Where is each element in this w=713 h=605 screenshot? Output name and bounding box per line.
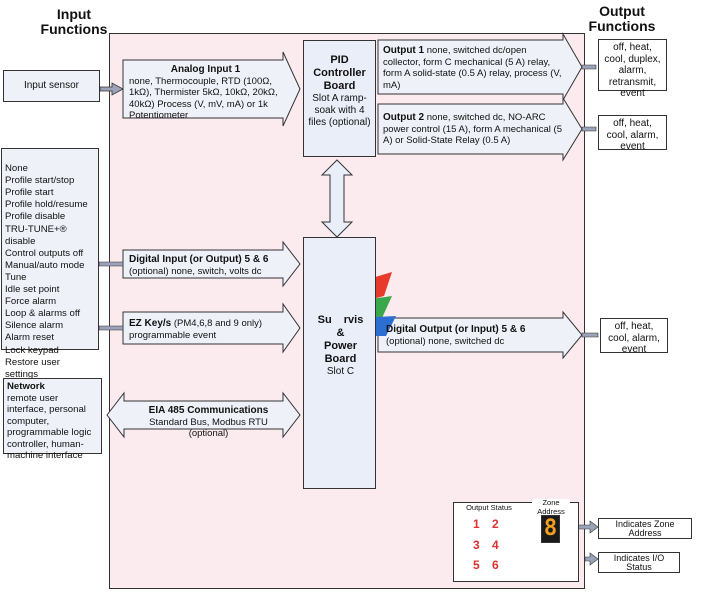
eia485-body: Standard Bus, Modbus RTU (optional) [149,416,268,440]
io-indicator-arrow [584,552,599,566]
digital-input-text: Digital Input (or Output) 5 & 6 (optiona… [125,252,290,279]
digital-input-arrow [122,240,301,288]
output1-functions: off, heat, cool, duplex, alarm, retransm… [598,39,667,99]
input-functions-header: Input Functions [38,7,110,37]
output2-connector [581,126,597,132]
network-title: Network [7,381,45,392]
output2-functions-text: off, heat, cool, alarm, event [606,118,659,152]
digital-output-functions-text: off, heat, cool, alarm, event [608,321,660,355]
output-header-line1: Output [599,3,645,19]
indicates-zone-text: Indicates Zone Address [615,519,675,538]
digital-input-title: Digital Input (or Output) 5 & 6 [129,254,269,265]
indicates-io-text: Indicates I/O Status [613,553,665,572]
output1-text: Output 1 none, switched dc/open collecto… [380,43,565,93]
eia485-text: EIA 485 Communications Standard Bus, Mod… [126,403,291,442]
network-body: remote user interface, personal computer… [7,392,92,462]
input-header-line1: Input [56,6,92,22]
eia485-arrow [106,391,301,439]
output1-body: none, switched dc/open collector, form C… [383,45,562,91]
output1-functions-text: off, heat, cool, duplex, alarm, retransm… [604,42,661,99]
analog-input-arrow [122,51,301,127]
supervisory-title-line3: Board [324,353,357,365]
pid-board-title: PID Controller Board [313,54,366,92]
supervisory-title-part1: Su [317,314,332,326]
ez-key-arrow [122,302,301,354]
status-led-2: 2 [492,517,499,531]
input-sensor-label: Input sensor [23,80,80,91]
output-functions-header: Output Functions [583,4,661,34]
analog-input-title: Analog Input 1 [170,64,241,75]
digital-input-connector [98,261,124,267]
digital-output-arrow [377,310,583,360]
ez-key-body: programmable event [129,329,217,341]
output2-text: Output 2 none, switched dc, NO-ARC power… [380,110,565,149]
status-led-4: 4 [492,538,499,552]
output1-title: Output 1 [383,45,425,56]
indicates-io-box: Indicates I/O Status [598,552,680,573]
supervisory-title-part2: rvis [343,314,364,326]
digital-output-functions: off, heat, cool, alarm, event [600,318,668,355]
supervisory-title-part3: & [336,327,345,339]
output1-arrow [377,32,583,102]
digital-output-text: Digital Output (or Input) 5 & 6 (optiona… [382,322,567,349]
analog-input-body: none, Thermocouple, RTD (100Ω, 1kΩ), The… [129,75,278,122]
board-link-arrow [320,159,354,238]
ez-key-connector [98,325,124,331]
status-led-6: 6 [492,558,499,572]
ez-key-note: (PM4,6,8 and 9 only) [171,318,263,329]
zone-address-digit: 8 [543,516,558,541]
ez-key-text: EZ Key/s (PM4,6,8 and 9 only) programmab… [125,316,290,343]
network-box: Network remote user interface, personal … [3,378,102,461]
ez-key-title: EZ Key/s [129,318,172,329]
indicates-zone-box: Indicates Zone Address [598,518,692,539]
analog-input-text: Analog Input 1 none, Thermocouple, RTD (… [123,60,288,126]
digital-output-title: Digital Output (or Input) 5 & 6 [386,324,526,335]
status-led-1: 1 [473,517,480,531]
input-header-line2: Functions [40,21,108,37]
digital-input-body: (optional) none, switch, volts dc [129,265,262,277]
output1-connector [581,64,597,70]
zone-address-label: Zone Address [532,498,570,516]
zone-address-display: 8 [541,515,560,543]
digital-functions-list: None Profile start/stop Profile start Pr… [1,148,99,380]
pid-board-body: Slot A ramp-soak with 4 files (optional) [308,93,371,128]
output2-arrow [377,96,583,162]
eia485-title: EIA 485 Communications [148,405,269,416]
supervisory-title-line2: Power [323,340,357,352]
output2-functions: off, heat, cool, alarm, event [598,115,667,152]
digital-functions-text: None Profile start/stop Profile start Pr… [5,163,88,380]
digital-output-body: (optional) none, switched dc [386,335,505,347]
input-sensor-box: Input sensor [3,70,100,102]
pid-controller-board: PID Controller Board Slot A ramp-soak wi… [303,40,376,157]
status-led-5: 5 [473,558,480,572]
output-status-label: Output Status [466,503,512,512]
status-led-3: 3 [473,538,480,552]
output2-body: none, switched dc, NO-ARC power control … [383,112,562,146]
status-panel [453,502,579,582]
supervisory-board-slot: Slot C [326,366,355,377]
sensor-connector-arrow [99,82,124,96]
output2-title: Output 2 [383,112,425,123]
digital-output-connector [581,332,599,338]
output-header-line2: Functions [588,18,656,34]
